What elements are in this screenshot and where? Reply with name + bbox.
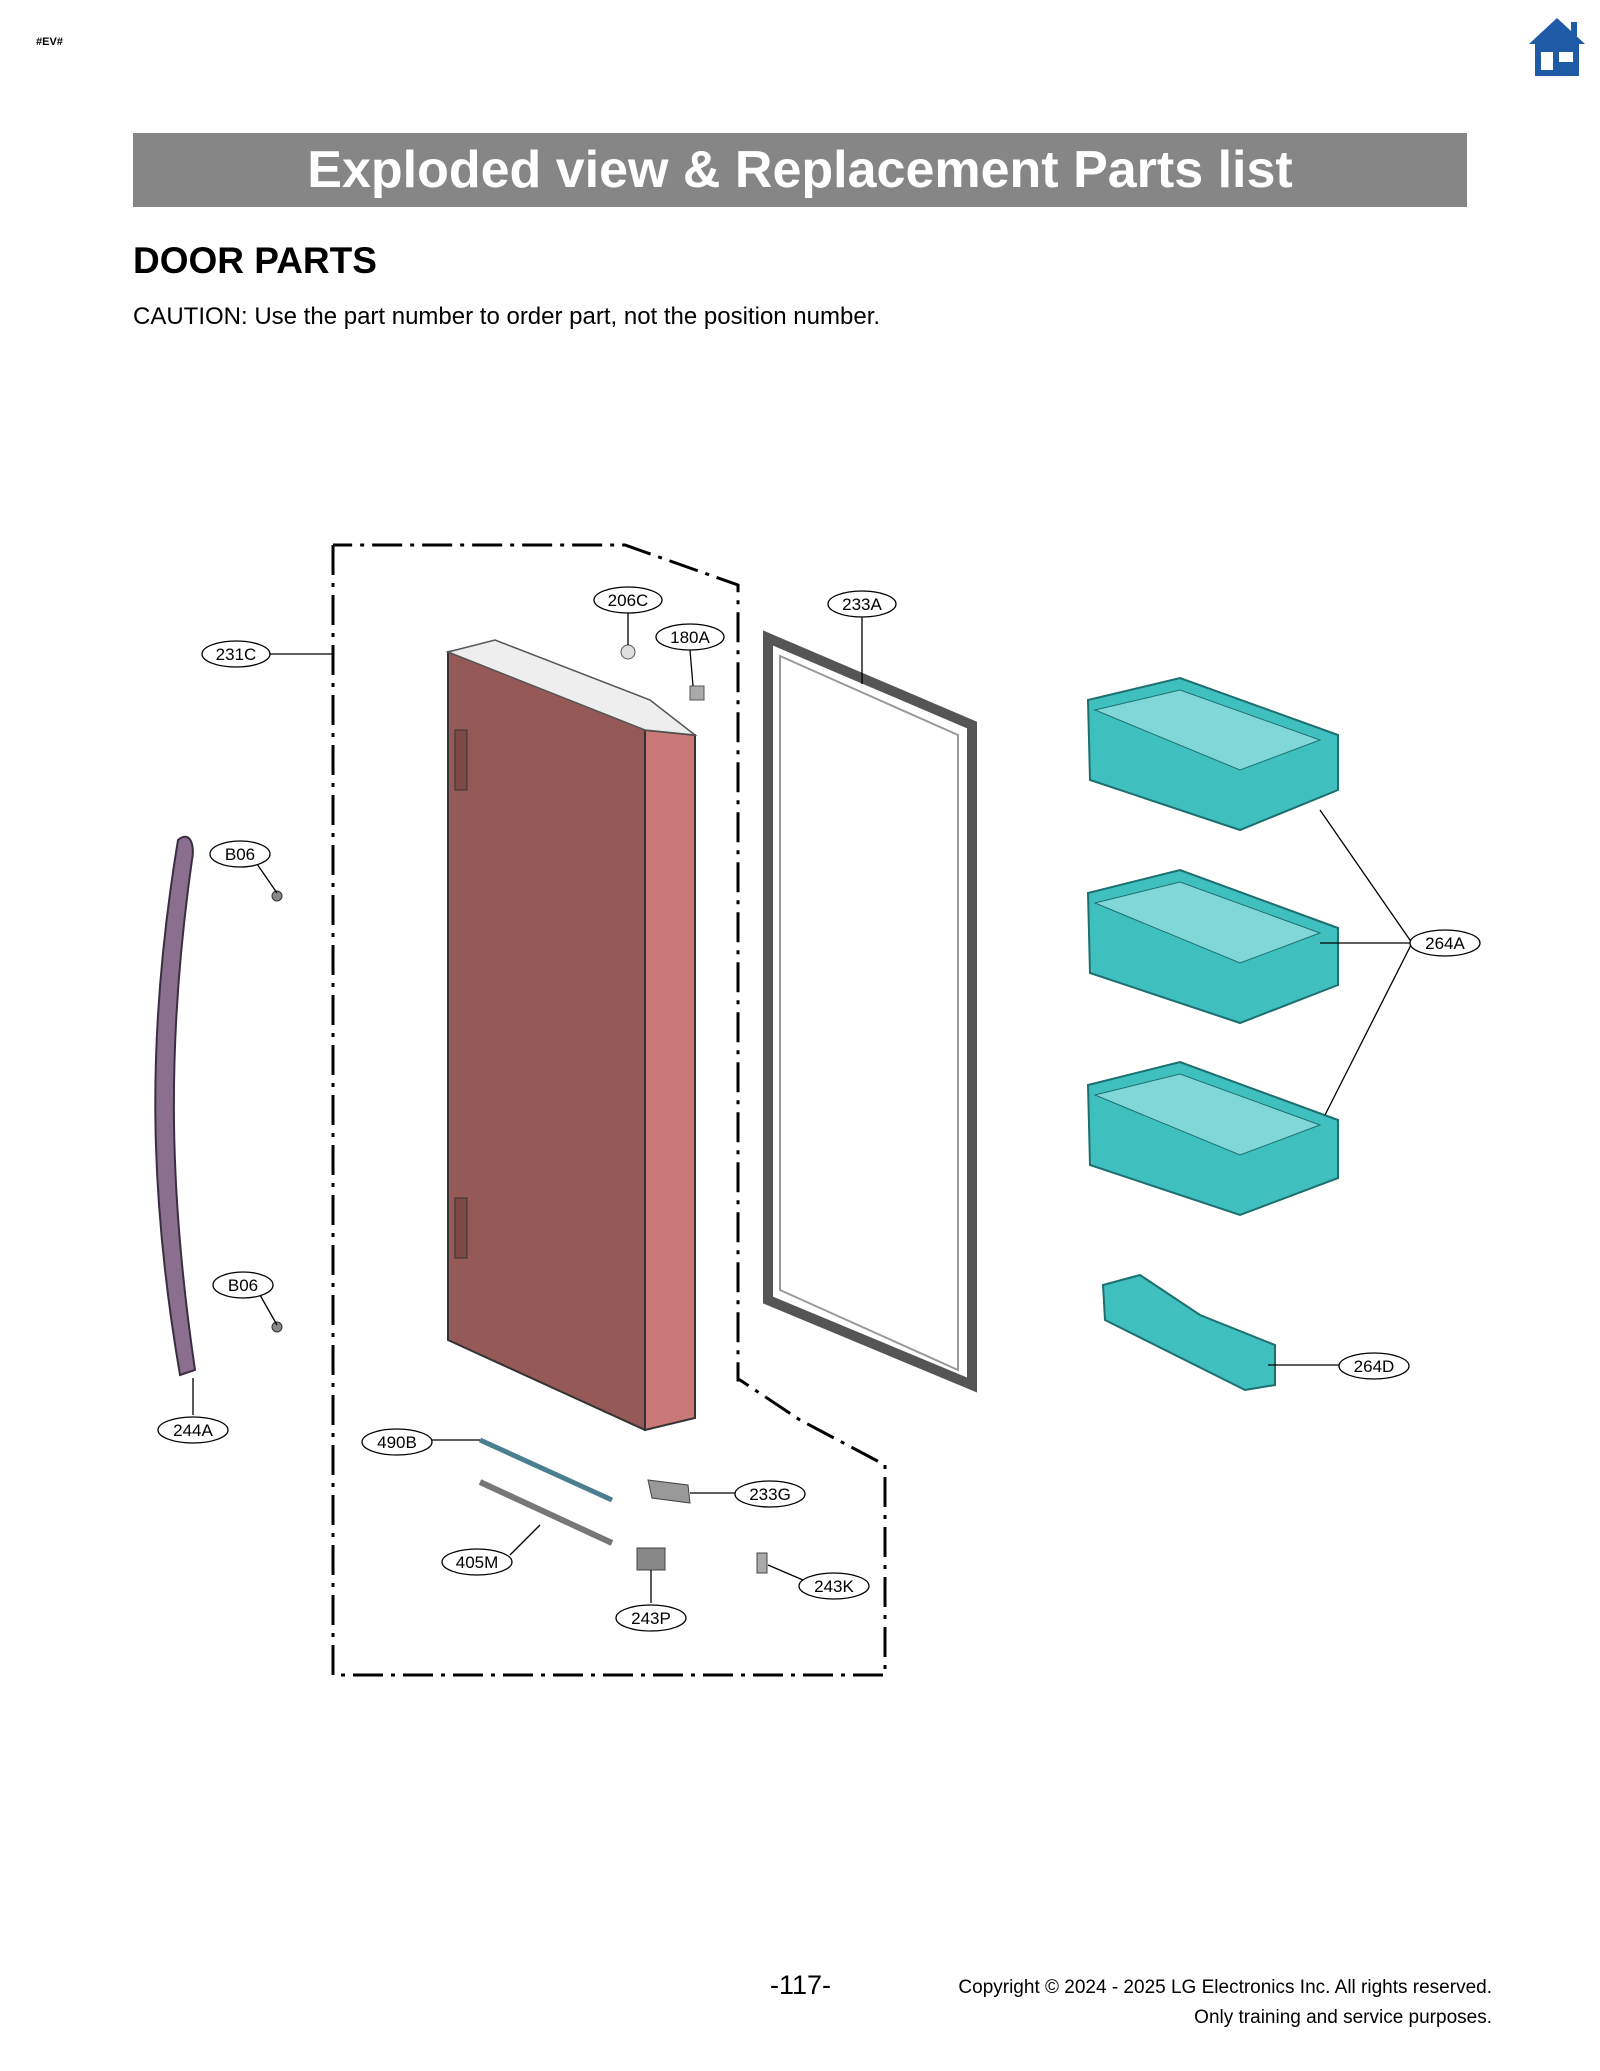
home-icon[interactable] [1527, 16, 1587, 80]
svg-text:490B: 490B [377, 1433, 417, 1452]
callout-243p: 243P [615, 1604, 687, 1632]
callout-405m: 405M [441, 1548, 513, 1576]
corner-tag: #EV# [36, 36, 63, 48]
svg-text:264D: 264D [1354, 1357, 1395, 1376]
svg-text:233A: 233A [842, 595, 882, 614]
callout-b06-top: B06 [209, 840, 271, 868]
svg-text:180A: 180A [670, 628, 710, 647]
svg-text:B06: B06 [225, 845, 255, 864]
svg-text:405M: 405M [456, 1553, 499, 1572]
callout-233g: 233G [734, 1480, 806, 1508]
part-180a [689, 685, 705, 701]
callout-b06-bottom: B06 [212, 1271, 274, 1299]
svg-text:243P: 243P [631, 1609, 671, 1628]
part-490b [478, 1437, 614, 1503]
door-bin-top [1086, 676, 1339, 832]
svg-text:206C: 206C [608, 591, 649, 610]
callout-264a: 264A [1409, 929, 1481, 957]
svg-text:233G: 233G [749, 1485, 791, 1504]
screw-b06-bottom [271, 1321, 283, 1333]
part-206c [620, 644, 636, 660]
callout-231c: 231C [201, 640, 271, 668]
callout-206c: 206C [593, 586, 663, 614]
door-bin-middle [1086, 868, 1339, 1025]
svg-text:244A: 244A [173, 1421, 213, 1440]
door-gasket [763, 630, 977, 1393]
caution-text: CAUTION: Use the part number to order pa… [133, 303, 881, 330]
part-233g [647, 1479, 691, 1504]
section-title: DOOR PARTS [133, 240, 377, 281]
copyright-line-2: Only training and service purposes. [1194, 2007, 1492, 2028]
copyright-notice: Copyright © 2024 - 2025 LG Electronics I… [958, 1973, 1492, 2033]
screw-b06-top [271, 890, 283, 902]
door-bin-bottom [1086, 1060, 1339, 1217]
part-243p [636, 1547, 666, 1571]
part-405m [478, 1479, 614, 1546]
svg-text:243K: 243K [814, 1577, 854, 1596]
callout-244a: 244A [157, 1416, 229, 1444]
svg-text:264A: 264A [1425, 934, 1465, 953]
callout-243k: 243K [798, 1572, 870, 1600]
svg-text:231C: 231C [216, 645, 257, 664]
callout-490b: 490B [361, 1428, 433, 1456]
assembly-boundary [331, 543, 887, 1677]
copyright-line-1: Copyright © 2024 - 2025 LG Electronics I… [958, 1977, 1492, 1998]
callout-264d: 264D [1338, 1352, 1410, 1380]
svg-text:B06: B06 [228, 1276, 258, 1295]
callout-233a: 233A [827, 590, 897, 618]
door-bin-small [1101, 1273, 1276, 1392]
door-handle [154, 835, 197, 1377]
page-number: -117- [770, 1970, 832, 2000]
callout-180a: 180A [655, 623, 725, 651]
page-banner: Exploded view & Replacement Parts list [133, 133, 1467, 207]
door-body [445, 639, 698, 1432]
part-243k [756, 1552, 768, 1574]
